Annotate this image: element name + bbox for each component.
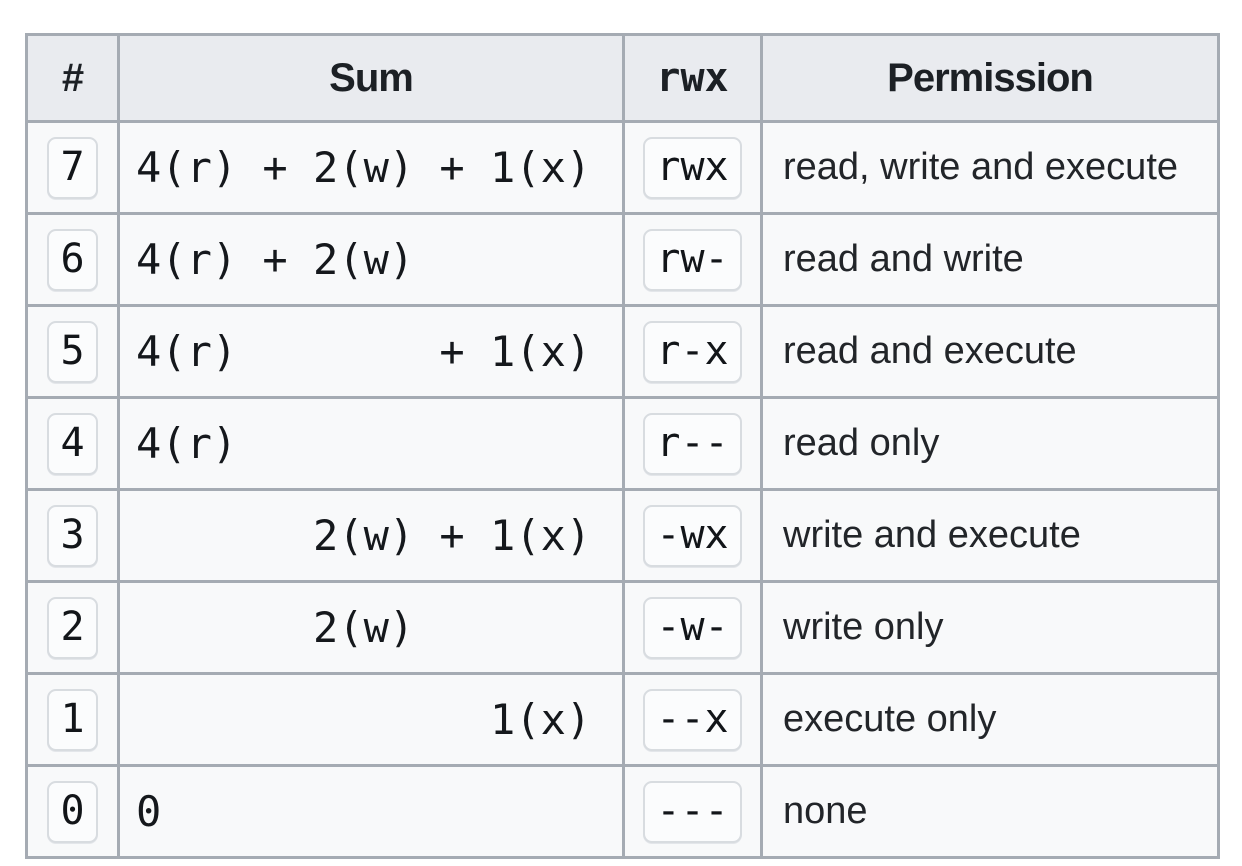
rwx-badge: rw- [643, 228, 742, 291]
octal-badge: 3 [47, 504, 98, 567]
table-row: 1 1(x) --x execute only [25, 672, 1220, 767]
permission-cell: read and execute [760, 304, 1220, 399]
header-sum: Sum [117, 33, 625, 123]
sum-cell: 2(w) [117, 580, 625, 675]
rwx-cell: r-x [622, 304, 763, 399]
octal-cell: 6 [25, 212, 120, 307]
table-row: 6 4(r) + 2(w) rw- read and write [25, 212, 1220, 307]
octal-badge: 6 [47, 228, 98, 291]
permission-cell: none [760, 764, 1220, 859]
rwx-cell: rw- [622, 212, 763, 307]
rwx-cell: --x [622, 672, 763, 767]
sum-cell: 4(r) + 1(x) [117, 304, 625, 399]
permissions-table: # Sum rwx Permission 7 4(r) + 2(w) + 1(x… [25, 33, 1220, 859]
header-row: # Sum rwx Permission [25, 33, 1220, 123]
permission-cell: read, write and execute [760, 120, 1220, 215]
header-rwx: rwx [622, 33, 763, 123]
octal-badge: 5 [47, 320, 98, 383]
sum-cell: 4(r) + 2(w) [117, 212, 625, 307]
table-row: 4 4(r) r-- read only [25, 396, 1220, 491]
octal-cell: 5 [25, 304, 120, 399]
octal-badge: 1 [47, 688, 98, 751]
octal-cell: 1 [25, 672, 120, 767]
rwx-badge: -w- [643, 596, 742, 659]
octal-cell: 2 [25, 580, 120, 675]
table-row: 2 2(w) -w- write only [25, 580, 1220, 675]
octal-cell: 3 [25, 488, 120, 583]
permission-cell: execute only [760, 672, 1220, 767]
sum-cell: 2(w) + 1(x) [117, 488, 625, 583]
rwx-cell: r-- [622, 396, 763, 491]
header-permission: Permission [760, 33, 1220, 123]
octal-cell: 7 [25, 120, 120, 215]
sum-cell: 4(r) + 2(w) + 1(x) [117, 120, 625, 215]
permission-cell: write only [760, 580, 1220, 675]
rwx-cell: rwx [622, 120, 763, 215]
table-row: 0 0 --- none [25, 764, 1220, 859]
rwx-badge: --- [643, 780, 742, 843]
rwx-cell: --- [622, 764, 763, 859]
table-row: 5 4(r) + 1(x) r-x read and execute [25, 304, 1220, 399]
octal-cell: 0 [25, 764, 120, 859]
octal-badge: 0 [47, 780, 98, 843]
rwx-badge: r-x [643, 320, 742, 383]
rwx-cell: -w- [622, 580, 763, 675]
octal-badge: 7 [47, 136, 98, 199]
permission-cell: read only [760, 396, 1220, 491]
rwx-badge: rwx [643, 136, 742, 199]
permission-cell: write and execute [760, 488, 1220, 583]
sum-cell: 4(r) [117, 396, 625, 491]
sum-cell: 0 [117, 764, 625, 859]
rwx-badge: r-- [643, 412, 742, 475]
header-number: # [25, 33, 120, 123]
table-row: 3 2(w) + 1(x) -wx write and execute [25, 488, 1220, 583]
octal-badge: 2 [47, 596, 98, 659]
table-row: 7 4(r) + 2(w) + 1(x) rwx read, write and… [25, 120, 1220, 215]
rwx-badge: -wx [643, 504, 742, 567]
rwx-badge: --x [643, 688, 742, 751]
permission-cell: read and write [760, 212, 1220, 307]
sum-cell: 1(x) [117, 672, 625, 767]
octal-badge: 4 [47, 412, 98, 475]
octal-cell: 4 [25, 396, 120, 491]
rwx-cell: -wx [622, 488, 763, 583]
